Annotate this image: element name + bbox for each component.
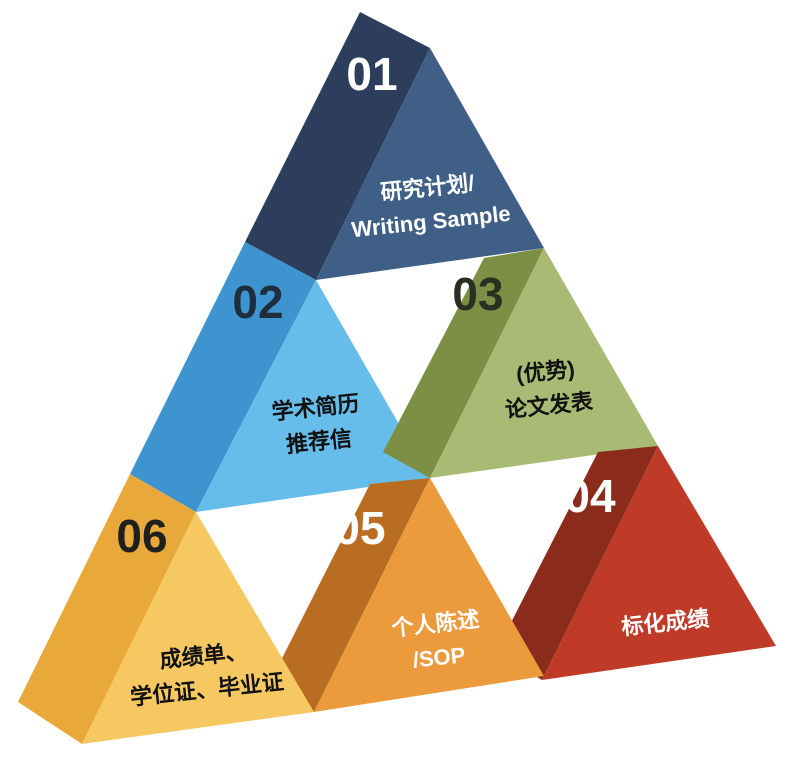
segment-04-number: 04 (564, 470, 616, 522)
segment-05-left-face (268, 478, 430, 712)
segment-03-label-line: (优势) (515, 356, 576, 387)
segment-05-right-face (314, 478, 544, 712)
segment-01-left-face (245, 12, 430, 280)
segment-02: 02 学术简历推荐信 (130, 242, 430, 512)
segment-01-right-face (316, 48, 544, 280)
segment-02-right-face (196, 280, 430, 512)
segment-01-number: 01 (346, 48, 397, 100)
segment-04-right-face (542, 446, 776, 680)
segment-06: 06 成绩单、学位证、毕业证 (18, 474, 314, 744)
segment-03: 03 (优势)论文发表 (383, 248, 658, 478)
segment-04: 04 标化成绩 (496, 446, 776, 680)
segment-05-label-line: /SOP (412, 642, 467, 672)
segment-03-left-face (383, 248, 544, 478)
segment-03-right-face (430, 248, 658, 478)
segment-06-right-face (82, 512, 314, 744)
segment-05-number: 05 (334, 502, 385, 554)
segment-02-number: 02 (232, 276, 283, 328)
segment-01: 01 研究计划/Writing Sample (245, 12, 544, 280)
segment-05: 05 个人陈述/SOP (268, 478, 544, 712)
segment-06-left-face (18, 474, 196, 744)
segment-02-left-face (130, 242, 316, 512)
segment-04-left-face (496, 446, 658, 680)
segment-06-number: 06 (116, 510, 167, 562)
segment-03-number: 03 (452, 268, 503, 320)
